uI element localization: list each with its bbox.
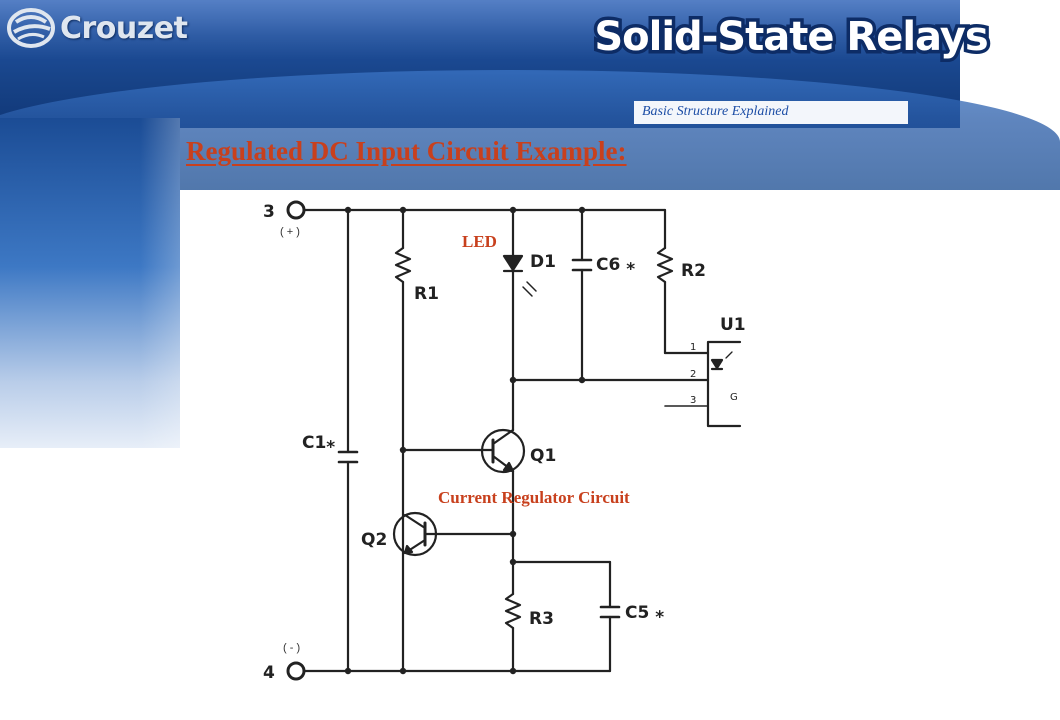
page-title-text: Solid-State Relays [594,14,987,60]
positive-polarity: ( + ) [280,226,300,238]
u1-label: U1 [720,315,746,335]
page-title: Solid-State Relays [591,11,992,64]
q2-label: Q2 [361,530,387,550]
subtitle-box [634,101,908,124]
u1-body-label: G [730,392,738,403]
circuit-schematic: 3 4 R1 R2 R3 D1 C1⁎ C5 ⁎ C6 ⁎ Q1 Q2 U1 1… [263,200,746,683]
terminal-4-label: 4 [263,663,275,683]
terminal-3-label: 3 [263,202,275,222]
c1-label: C1⁎ [302,433,335,453]
slide-heading: Regulated DC Input Circuit Example: [186,136,627,166]
led-annotation: LED [462,232,497,251]
r1-label: R1 [414,284,439,304]
u1-pin3: 3 [690,395,696,406]
terminal-4 [286,661,306,681]
negative-polarity: ( - ) [283,642,301,654]
header-banner [0,0,1060,190]
c6-label: C6 ⁎ [596,255,635,275]
u1-pin2: 2 [690,369,696,380]
crouzet-logo-icon [7,8,55,48]
c5-label: C5 ⁎ [625,603,664,623]
left-band-fade [140,118,180,448]
subtitle: Basic Structure Explained [642,104,789,119]
crouzet-logo: Crouzet [6,5,188,51]
terminal-3 [286,200,306,220]
banner-sheen [0,0,960,60]
u1-pin1: 1 [690,342,696,353]
d1-label: D1 [530,252,556,272]
r3-label: R3 [529,609,554,629]
r2-label: R2 [681,261,706,281]
current-regulator-annotation: Current Regulator Circuit [438,488,630,507]
brand-name: Crouzet [60,10,188,46]
q1-label: Q1 [530,446,556,466]
left-accent-band [0,118,180,448]
